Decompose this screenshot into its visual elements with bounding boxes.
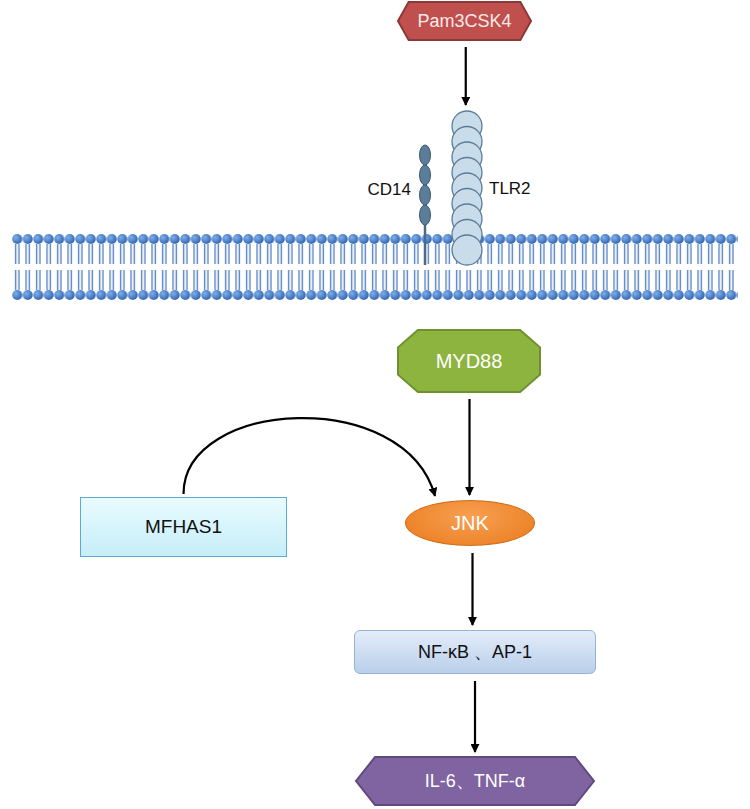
cd14-receptor: CD14 [419,145,431,265]
ligand-hexagon: Pam3CSK4 [398,2,531,40]
stalk [424,225,427,265]
outer-leaflet [12,230,738,266]
adaptor-octagon: MYD88 [398,330,540,392]
kinase-ellipse: JNK [405,500,535,546]
domain [420,145,431,165]
arrow-connector [468,399,470,495]
node-text: IL-6、TNF-α [425,769,525,793]
node-text: MYD88 [436,350,503,373]
outline [398,2,531,40]
domain [420,205,431,225]
cd14-receptor-shape [419,145,431,265]
arrow-connector [471,553,473,625]
domain [420,165,431,185]
domain [420,185,431,205]
cytokine-hexagon: IL-6、TNF-α [356,757,594,805]
node-text: MFHAS1 [145,516,222,538]
receptor-label: TLR2 [489,179,531,199]
outline [356,757,594,805]
node-text: Pam3CSK4 [417,11,511,32]
arrow-connector [474,681,476,752]
tlr2-receptor-shape [451,110,483,266]
receptor-label: CD14 [368,180,411,200]
node-text: JNK [451,512,489,535]
inner-leaflet [12,268,738,304]
arrow-connector [184,418,436,496]
outline [398,330,540,392]
arrow-connector [465,47,467,105]
transcription-box: NF-κB 、AP-1 [354,630,596,674]
node-text: NF-κB 、AP-1 [418,640,532,664]
tlr2-receptor: TLR2 [451,110,483,266]
regulator-box: MFHAS1 [80,497,287,557]
repeat-domain [452,235,482,265]
